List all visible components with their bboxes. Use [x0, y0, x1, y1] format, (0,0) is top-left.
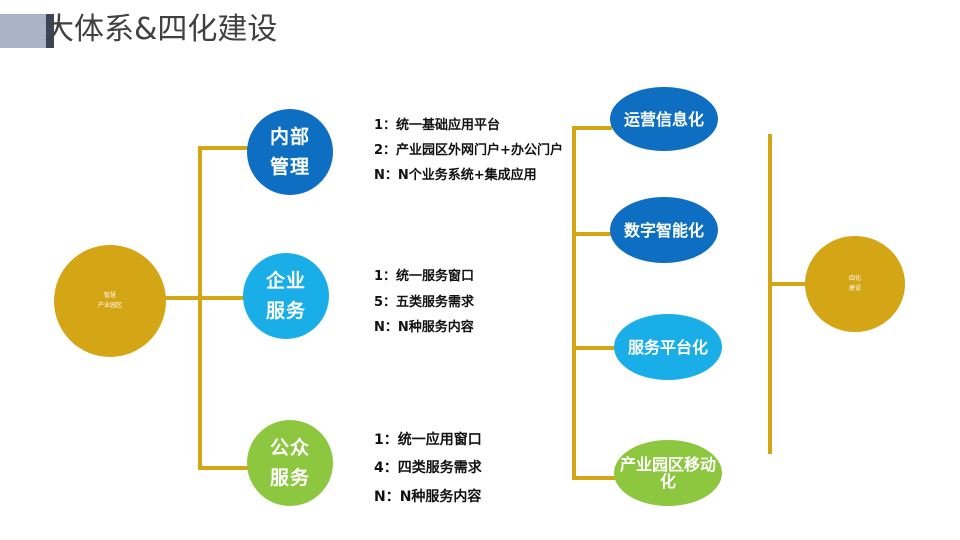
node-label-line: 企业 — [265, 270, 306, 292]
hub-four-modernizations: 四化 建设 — [805, 236, 905, 332]
hub-smart-industrial-park: 智慧 产业园区 — [54, 245, 166, 357]
hub-label-line: 智慧 — [103, 292, 116, 299]
connector-right-branch-2 — [572, 232, 612, 236]
connector-far-right-branch — [768, 282, 806, 286]
node-service-platformization: 服务平台化 — [614, 314, 722, 380]
connector-hub-to-tree — [164, 296, 200, 300]
node-enterprise-service: 企业 服务 — [243, 253, 329, 339]
connector-far-right-trunk — [768, 134, 772, 454]
node-park-mobilization: 产业园区移动 化 — [614, 440, 722, 506]
node-label-line: 产业园区移动 — [619, 455, 716, 474]
connector-right-trunk — [572, 126, 576, 480]
node-label-line: 服务 — [269, 467, 310, 489]
public-service-item: 1：统一应用窗口 — [374, 432, 482, 448]
node-label-line: 运营信息化 — [623, 109, 704, 129]
connector-branch-3 — [198, 466, 250, 470]
hub-label-line: 产业园区 — [97, 302, 122, 309]
internal-mgmt-item: N：N个业务系统+集成应用 — [374, 168, 537, 183]
public-service-item: 4：四类服务需求 — [374, 460, 482, 476]
title-accent-bar — [0, 14, 46, 48]
internal-mgmt-item: 1：统一基础应用平台 — [374, 118, 501, 133]
title-accent-bar-dark — [46, 14, 54, 48]
node-label-line: 化 — [659, 472, 676, 491]
connector-right-branch-3 — [572, 346, 616, 350]
connector-branch-2 — [198, 296, 246, 300]
node-operation-informatization: 运营信息化 — [610, 87, 718, 151]
node-label-line: 内部 — [269, 126, 310, 148]
node-label-line: 管理 — [269, 156, 310, 178]
node-public-service: 公众 服务 — [247, 420, 333, 506]
enterprise-service-item: 5：五类服务需求 — [374, 295, 475, 310]
public-service-item: N：N种服务内容 — [374, 489, 482, 505]
hub-label-line: 四化 — [848, 275, 861, 282]
node-label-line: 服务平台化 — [627, 337, 708, 357]
page-title: 大体系&四化建设 — [44, 12, 278, 47]
node-internal-management: 内部 管理 — [247, 109, 333, 195]
connector-left-trunk — [198, 146, 202, 470]
node-label-line: 数字智能化 — [623, 220, 704, 240]
hub-label-line: 建设 — [848, 285, 861, 292]
node-label-line: 公众 — [269, 437, 310, 459]
enterprise-service-item: N：N种服务内容 — [374, 320, 474, 335]
node-digital-intelligence: 数字智能化 — [610, 197, 718, 263]
node-label-line: 服务 — [265, 300, 306, 322]
connector-right-branch-4 — [572, 476, 616, 480]
enterprise-service-item: 1：统一服务窗口 — [374, 269, 475, 284]
internal-mgmt-item: 2：产业园区外网门户+办公门户 — [374, 143, 563, 158]
connector-branch-1 — [198, 146, 250, 150]
connector-right-branch-1 — [572, 126, 612, 130]
